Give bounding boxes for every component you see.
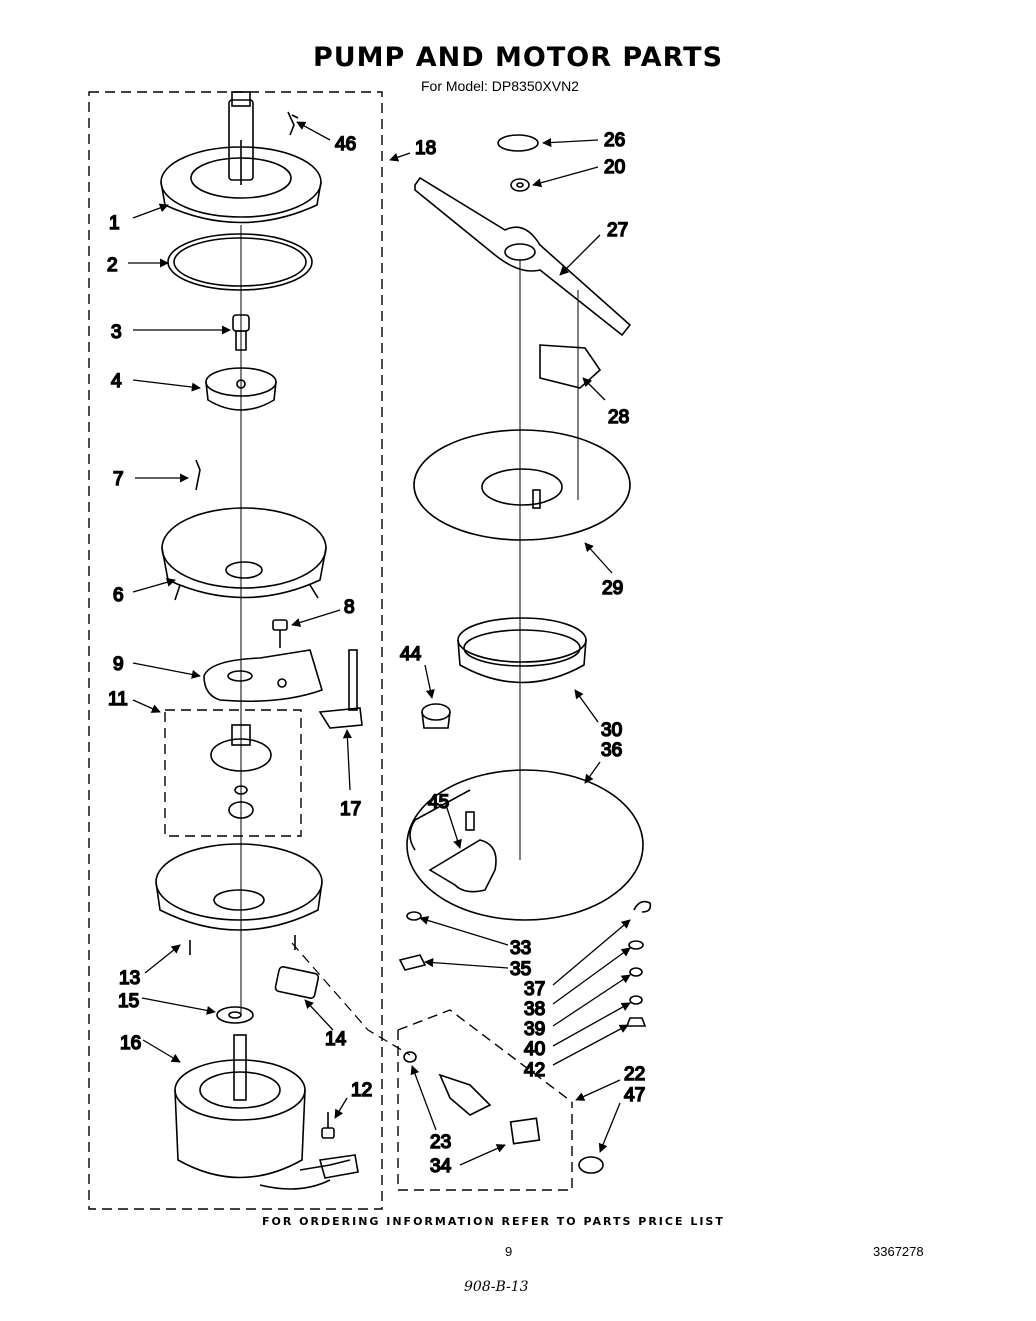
callout-42: 42 [524, 1060, 545, 1081]
callout-34: 34 [430, 1156, 452, 1177]
motor-lead-dashed-line [291, 942, 411, 1056]
callout-16: 16 [120, 1033, 141, 1054]
callout-28: 28 [608, 407, 629, 428]
part-15-washer [216, 1006, 254, 1024]
callout-2: 2 [107, 255, 118, 276]
part-9-plate [203, 649, 323, 703]
callout-23: 23 [430, 1132, 451, 1153]
part-8-screw [272, 619, 288, 648]
part-42-nut [625, 1017, 647, 1027]
part-36-heater [406, 769, 644, 921]
impeller-assembly-box [164, 709, 302, 837]
part-3-bolt [232, 314, 250, 351]
callout-9: 9 [113, 654, 124, 675]
part-1-pump-cover [160, 91, 322, 224]
callout-20: 20 [604, 157, 625, 178]
callout-6: 6 [113, 585, 124, 606]
page-title: PUMP AND MOTOR PARTS [312, 42, 724, 73]
model-subtitle: For Model: DP8350XVN2 [421, 78, 579, 94]
callout-44: 44 [400, 644, 422, 665]
callout-15: 15 [118, 991, 139, 1012]
callout-38: 38 [524, 999, 545, 1020]
part-23-valve [403, 1051, 492, 1116]
document-number: 3367278 [873, 1244, 924, 1259]
callout-33: 33 [510, 938, 531, 959]
callout-18: 18 [415, 138, 436, 159]
part-11-impeller [210, 724, 272, 819]
callout-11: 11 [108, 689, 128, 710]
callout-22: 22 [624, 1064, 645, 1085]
callout-13: 13 [119, 968, 140, 989]
part-34-coil [509, 1117, 541, 1145]
callout-36: 36 [601, 740, 622, 761]
part-39-washer [629, 967, 643, 977]
page-number: 9 [505, 1244, 513, 1259]
part-44-thermostat [421, 703, 451, 729]
callout-17: 17 [340, 799, 361, 820]
callout-8: 8 [344, 597, 355, 618]
callout-37: 37 [524, 979, 545, 1000]
part-33-washer [406, 911, 422, 921]
part-47-nut [578, 1156, 604, 1174]
part-37-hook [633, 900, 652, 913]
callout-27: 27 [607, 220, 628, 241]
part-40-washer [629, 995, 643, 1005]
part-17-sensor [318, 649, 363, 729]
callout-40: 40 [524, 1039, 545, 1060]
callout-46: 46 [335, 134, 356, 155]
part-20-nut [510, 178, 530, 192]
callout-12: 12 [351, 1080, 372, 1101]
part-46-clip [287, 111, 299, 136]
leader-lines [128, 121, 631, 1166]
callout-35: 35 [510, 959, 531, 980]
part-16-motor [174, 1034, 359, 1190]
part-6-housing [161, 507, 327, 601]
callout-29: 29 [602, 578, 623, 599]
part-26-disk [497, 134, 539, 152]
part-35-clip [398, 954, 427, 971]
part-7-pin [195, 459, 201, 491]
part-14-capacitor [274, 966, 320, 999]
callout-39: 39 [524, 1019, 545, 1040]
part-12-screw [321, 1112, 335, 1139]
part-2-gasket [167, 233, 313, 291]
valve-assembly-box [397, 1030, 573, 1191]
callout-45: 45 [428, 792, 449, 813]
callout-47: 47 [624, 1085, 645, 1106]
part-27-spray-arm [414, 176, 632, 337]
callout-4: 4 [111, 371, 122, 392]
callout-30: 30 [601, 720, 622, 741]
part-13-lower-housing [155, 843, 323, 955]
callout-3: 3 [111, 322, 122, 343]
callout-14: 14 [325, 1029, 347, 1050]
part-28-bracket [539, 344, 602, 389]
part-4-cap [205, 367, 277, 411]
handwritten-note: 908-B-13 [464, 1279, 529, 1295]
callout-1: 1 [109, 213, 120, 234]
ordering-footer: FOR ORDERING INFORMATION REFER TO PARTS … [262, 1215, 725, 1228]
part-45-bracket [428, 811, 497, 893]
valve-assembly-box-top [397, 1009, 573, 1103]
part-29-filter-screen [413, 429, 631, 541]
part-30-seal-ring [457, 617, 587, 684]
callout-26: 26 [604, 130, 625, 151]
part-38-washer [628, 940, 644, 950]
callout-7: 7 [113, 469, 124, 490]
